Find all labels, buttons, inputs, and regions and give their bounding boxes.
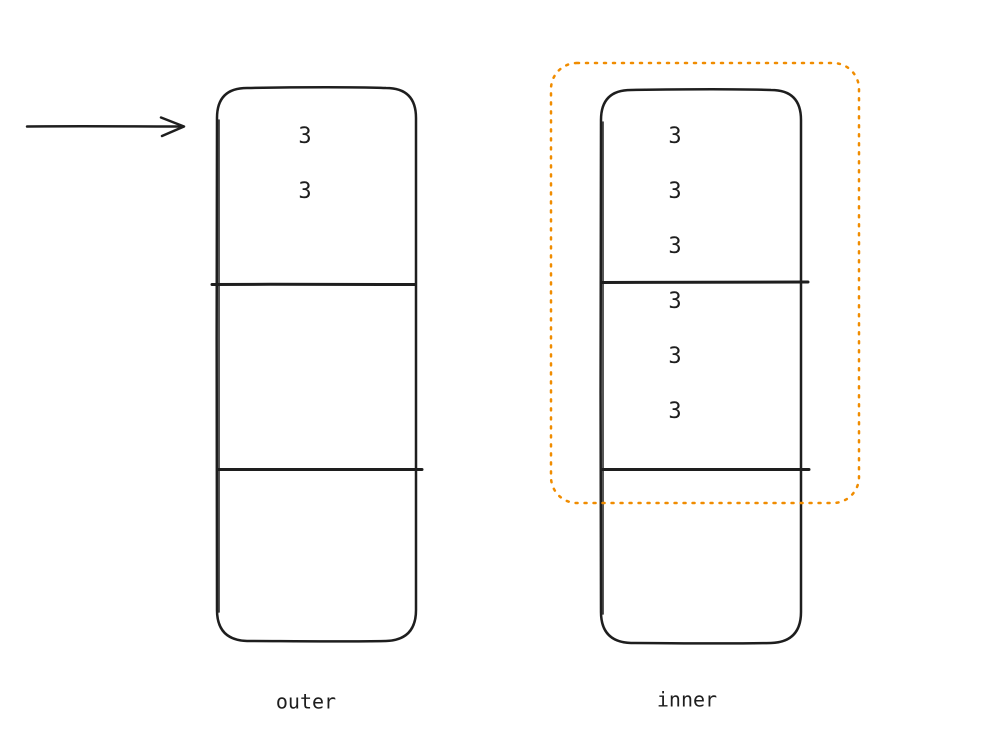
inner-value-2: 3 — [668, 179, 681, 204]
outer-column: 3 3 — [210, 86, 424, 643]
outer-column-border — [215, 86, 418, 643]
inner-caption: inner — [657, 688, 717, 712]
inner-column: 3 3 3 3 3 3 — [599, 88, 811, 645]
inner-value-4: 3 — [668, 289, 681, 314]
inner-value-3: 3 — [668, 234, 681, 259]
inner-value-6: 3 — [668, 399, 681, 424]
inner-value-1: 3 — [668, 124, 681, 149]
outer-caption: outer — [276, 690, 336, 714]
inner-column-border — [599, 88, 803, 645]
outer-value-2: 3 — [298, 179, 311, 204]
inner-divider-1 — [600, 280, 810, 284]
outer-value-1: 3 — [298, 124, 311, 149]
selection-highlight[interactable] — [549, 61, 861, 505]
pointer-arrow — [25, 116, 186, 138]
inner-value-5: 3 — [668, 344, 681, 369]
